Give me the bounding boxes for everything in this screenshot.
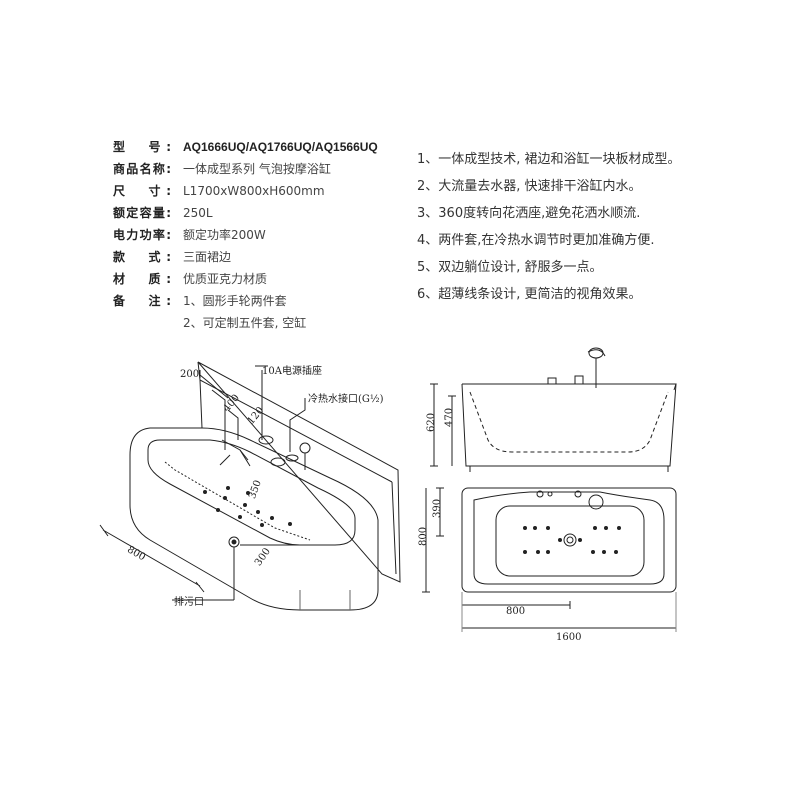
dim-line-620 xyxy=(430,383,438,467)
spec-label: 型 号: xyxy=(113,140,171,154)
jets xyxy=(203,486,292,527)
dim-label-1600: 1600 xyxy=(556,632,581,643)
spec-value: 2、可定制五件套, 空缸 xyxy=(183,316,307,330)
spec-value: 三面裙边 xyxy=(183,250,232,264)
back-panel-edges xyxy=(199,379,397,575)
spec-value: 优质亚克力材质 xyxy=(183,272,268,286)
control-knob xyxy=(574,375,584,385)
feature-item: 6、超薄线条设计, 更简洁的视角效果。 xyxy=(417,287,642,302)
dim-ext xyxy=(461,592,677,632)
back-panel xyxy=(197,361,401,583)
feature-item: 5、双边躺位设计, 舒服多一点。 xyxy=(417,260,603,275)
iso-diagram xyxy=(99,361,401,611)
top-outer xyxy=(461,487,677,593)
spec-value: 1、圆形手轮两件套 xyxy=(183,294,287,308)
dim-line-120 xyxy=(227,409,239,440)
dim-line-470 xyxy=(448,395,456,466)
dim-line-390 xyxy=(436,487,444,537)
dim-label-350: 350 xyxy=(247,479,264,501)
side-view xyxy=(430,347,677,472)
spec-label: 材 质: xyxy=(113,272,171,286)
dim-line-400 xyxy=(211,389,226,450)
spec-label: 商品名称: xyxy=(113,162,171,176)
feature-item: 3、360度转向花洒座,避免花洒水顺流. xyxy=(417,206,641,221)
dim-label-400: 400 xyxy=(221,393,242,415)
dim-label-470: 470 xyxy=(444,408,455,427)
feature-item: 4、两件套,在冷热水调节时更加准确方便. xyxy=(417,233,655,248)
spec-label: 尺 寸: xyxy=(113,184,171,198)
spec-value: L1700xW800xH600mm xyxy=(183,184,325,198)
dim-label-800-h: 800 xyxy=(506,606,525,617)
control-knob xyxy=(574,490,582,498)
side-basin xyxy=(469,391,669,453)
drain xyxy=(563,533,577,547)
side-feet xyxy=(469,466,669,472)
tub-basin xyxy=(164,461,311,541)
spec-value: AQ1666UQ/AQ1766UQ/AQ1566UQ xyxy=(183,140,378,154)
dim-line-800 xyxy=(99,524,205,593)
dim-line-1600 xyxy=(461,624,677,632)
dim-label-620: 620 xyxy=(426,413,437,432)
drain xyxy=(231,539,237,545)
control-knob xyxy=(285,454,299,462)
dim-label-390: 390 xyxy=(432,499,443,518)
spec-label: 款 式: xyxy=(113,250,171,264)
dim-label-200: 200 xyxy=(180,369,199,380)
spec-value: 一体成型系列 气泡按摩浴缸 xyxy=(183,162,331,176)
dim-line-350 xyxy=(221,439,251,467)
iso-labels: 200 400 120 350 300 800 10A电源插座 冷热水接口(G½… xyxy=(125,364,383,608)
drain xyxy=(566,536,574,544)
dim-label-800: 800 xyxy=(125,544,147,563)
spec-label: 备 注: xyxy=(113,294,171,308)
control-knob xyxy=(270,457,286,467)
shower-holder xyxy=(299,442,311,454)
tub-base xyxy=(299,590,351,610)
top-rim xyxy=(473,491,665,585)
spec-value: 额定功率200W xyxy=(183,228,266,242)
control-knob xyxy=(258,435,274,445)
tub-outer xyxy=(129,427,379,611)
spec-value: 250L xyxy=(183,206,213,220)
feature-item: 1、一体成型技术, 裙边和浴缸一块板材成型。 xyxy=(417,152,681,167)
callout-power-socket: 10A电源插座 xyxy=(262,364,322,377)
side-body xyxy=(461,383,677,467)
top-labels: 390 800 800 1600 xyxy=(418,499,581,643)
feature-item: 2、大流量去水器, 快速排干浴缸内水。 xyxy=(417,179,642,194)
shower-head xyxy=(588,494,604,510)
dim-marker xyxy=(219,449,249,466)
dim-line-200 xyxy=(199,370,229,399)
control-knob xyxy=(547,491,553,497)
side-top xyxy=(462,383,677,391)
dim-label-120: 120 xyxy=(246,405,267,427)
top-basin xyxy=(495,505,645,577)
dim-label-800-v: 800 xyxy=(418,527,429,546)
dim-label-300: 300 xyxy=(253,546,273,568)
back-panel-top xyxy=(197,361,393,483)
callout-water-inlet: 冷热水接口(G½) xyxy=(308,392,384,405)
leader-water xyxy=(289,398,306,452)
control-knob xyxy=(547,377,557,385)
top-view xyxy=(422,487,677,632)
callout-drain: 排污口 xyxy=(174,595,204,608)
spec-label: 电力功率: xyxy=(113,228,171,242)
side-labels: 620 470 xyxy=(426,408,455,432)
dim-line-800-v xyxy=(422,488,430,593)
tub-rim-inner xyxy=(147,439,356,546)
top-jets xyxy=(523,526,621,554)
control-knob xyxy=(536,490,544,498)
spec-label: 额定容量: xyxy=(113,206,171,220)
